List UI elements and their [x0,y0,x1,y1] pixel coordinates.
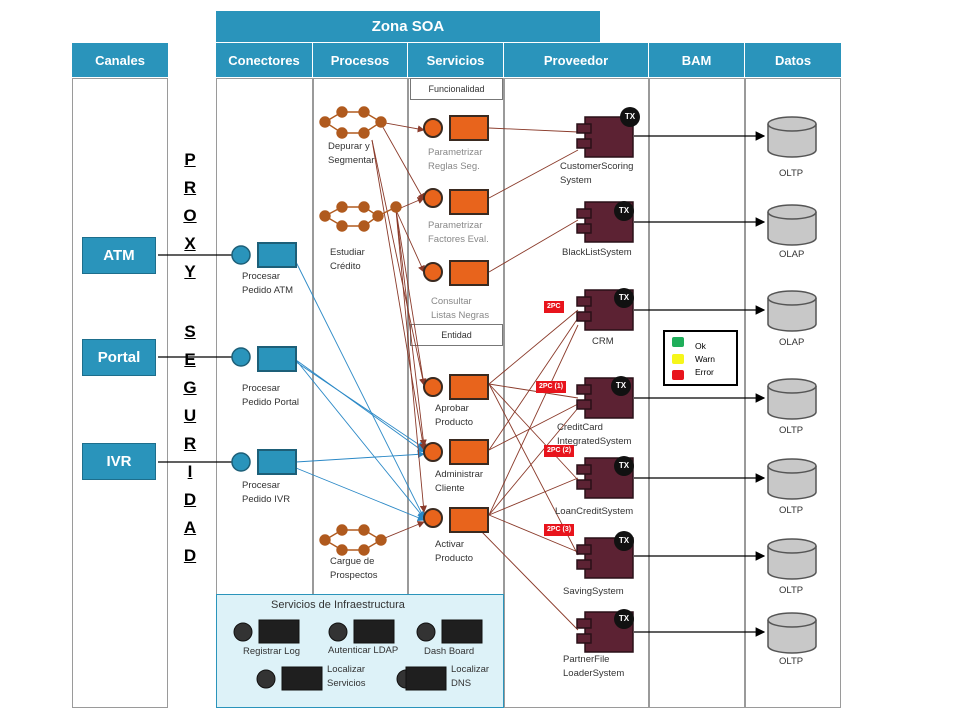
tx-badge-label: TX [618,293,630,302]
infra-label-localizar-dns: Localizar DNS [451,664,490,689]
service-shapes [423,115,489,533]
lane-canales [72,78,168,708]
infra-label-dashboard: Dash Board [424,646,475,657]
process-depurar-shape [319,106,387,139]
proxy-letter: U [183,406,197,425]
proxy-letter: Y [184,262,196,281]
proxy-letter: R [183,434,197,453]
datastore-label: OLTP [779,425,804,436]
datastore-label: OLTP [779,168,804,179]
connector-label-atm: Procesar Pedido ATM [242,271,294,296]
provider-label-blacklist: BlackListSystem [562,247,632,258]
infrastructure-title: Servicios de Infraestructura [271,599,405,611]
process-label-depurar: Depurar y Segmentar [328,141,375,166]
datastore-label: OLAP [779,337,805,348]
tx-badge-label: TX [618,536,630,545]
proxy-letter: A [183,518,197,537]
tag-2pc-3: 2PC (3) [544,524,575,536]
connector-atm-shape [231,242,297,268]
proxy-letter: X [184,234,196,253]
tx-badge-label: TX [615,381,627,390]
provider-label-creditcard: CreditCard IntegratedSystem [557,422,632,447]
lane-header-conectores: Conectores [216,43,313,77]
datastore-label: OLTP [779,656,804,667]
service-label-listas: Consultar Listas Negras [431,296,490,321]
database-shapes [767,116,817,654]
legend-warn-label: Warn [695,354,715,364]
lane-bam [649,78,745,708]
infrastructure-panel: Servicios de Infraestructura Registrar L… [216,594,504,708]
soa-zone-header: Zona SOA [216,11,600,42]
lane-header-canales: Canales [72,43,168,77]
datastore-label: OLAP [779,249,805,260]
service-label-aprobar: Aprobar Producto [435,403,474,428]
proxy-letter: O [183,206,197,225]
proxy-letter: D [183,546,197,565]
legend-error-swatch [672,370,684,380]
tx-badge-label: TX [618,614,630,623]
provider-to-data-links [634,131,766,637]
infra-label-autenticar-ldap: Autenticar LDAP [328,645,399,656]
connector-label-ivr: Procesar Pedido IVR [242,480,291,505]
tx-badges [611,107,640,629]
channel-portal[interactable]: Portal [82,339,156,376]
connector-portal-shape [231,346,297,372]
section-entidad: Entidad [410,324,503,346]
proxy-letter: E [184,350,196,369]
service-to-provider-links [479,127,579,631]
tag-2pc: 2PC [544,301,564,313]
proxy-letter: S [184,322,196,341]
legend-ok-label: Ok [695,341,706,351]
proxy-letter: G [183,378,197,397]
proxy-letter: D [183,490,197,509]
datastore-label: OLTP [779,505,804,516]
provider-shapes [576,116,634,653]
tx-badge-label: TX [618,461,630,470]
datastore-label: OLTP [779,585,804,596]
channel-ivr[interactable]: IVR [82,443,156,480]
process-cargue-shape [319,524,387,556]
channel-links [158,254,232,463]
provider-label-crm: CRM [592,336,614,347]
connector-to-service-links [295,261,425,521]
service-label-activar: Activar Producto [435,539,474,564]
service-label-reglas: Parametrizar Reglas Seg. [428,147,483,172]
channel-atm[interactable]: ATM [82,237,156,274]
lane-header-procesos: Procesos [313,43,408,77]
connector-ivr-shape [231,449,297,475]
process-estudiar-shape [319,201,402,232]
proxy-letter: I [187,462,193,481]
process-label-estudiar: Estudiar Crédito [330,247,365,272]
tag-2pc-2: 2PC (2) [544,445,575,457]
lane-header-servicios: Servicios [408,43,504,77]
legend-warn-swatch [672,354,684,364]
proxy-letter: R [183,178,197,197]
connector-label-portal: Procesar Pedido Portal [242,383,300,408]
lane-header-proveedor: Proveedor [504,43,649,77]
service-label-administrar: Administrar Cliente [435,469,484,494]
lane-header-bam: BAM [649,43,745,77]
provider-label-customerscoring: CustomerScoring System [560,161,634,186]
service-label-factores: Parametrizar Factores Eval. [428,220,489,245]
tx-badge-label: TX [618,206,630,215]
legend-ok-swatch [672,337,684,347]
provider-label-saving: SavingSystem [563,586,624,597]
provider-label-loancredit: LoanCreditSystem [555,506,634,517]
proxy-letter: P [184,150,196,169]
lane-header-datos: Datos [745,43,841,77]
infra-label-registrar-log: Registrar Log [243,646,301,657]
provider-label-partnerfile: PartnerFile LoaderSystem [563,654,625,679]
tag-2pc-1: 2PC (1) [536,381,567,393]
bam-status-legend: Ok Warn Error [663,330,738,386]
section-funcionalidad: Funcionalidad [410,78,503,100]
process-label-cargue: Cargue de Prospectos [330,556,378,581]
tx-badge-label: TX [624,112,636,121]
infrastructure-shapes [233,619,483,691]
infra-label-localizar-servicios: Localizar Servicios [327,664,366,689]
legend-error-label: Error [695,367,714,377]
process-to-service-links [371,121,428,541]
